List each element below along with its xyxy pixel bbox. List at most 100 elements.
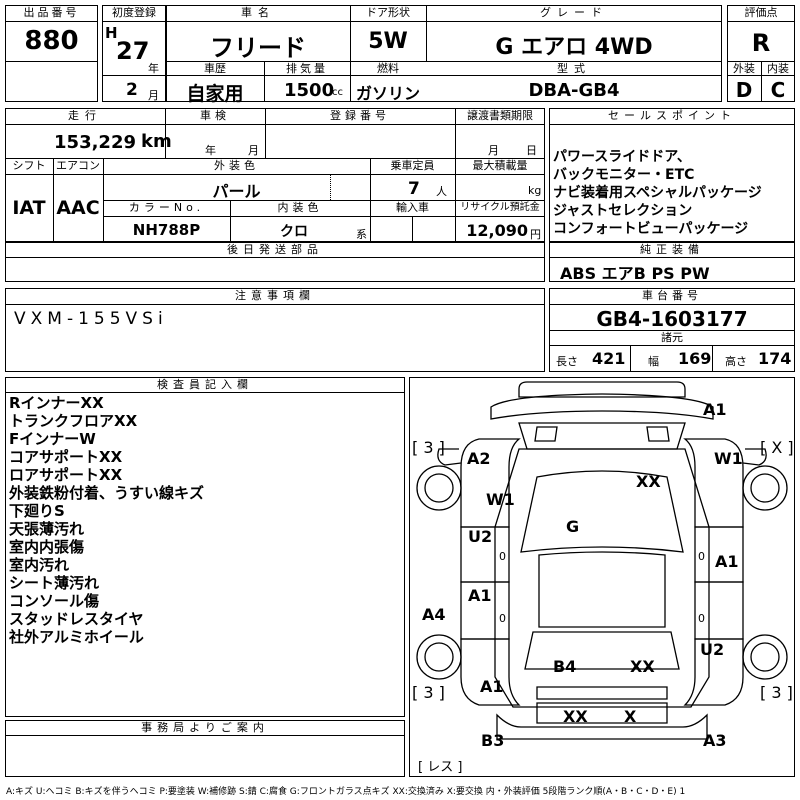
car-diagram-panel xyxy=(409,377,795,777)
displacement-unit: cc xyxy=(332,87,343,98)
genuine-equip-value: ABS エアB PS PW xyxy=(560,264,710,283)
length-label: 長さ xyxy=(556,355,578,368)
mileage-value: 153,229 xyxy=(54,132,136,153)
inspection-month-unit: 月 xyxy=(248,144,259,157)
recycle-value: 12,090 xyxy=(466,221,528,240)
mark-a3-rear-right: A3 xyxy=(703,731,727,750)
int-color-label: 内装色 xyxy=(277,201,323,214)
recycle-label: リサイクル預託金 xyxy=(460,202,540,213)
recycle-unit: 円 xyxy=(530,228,541,241)
era: H xyxy=(105,24,118,42)
exterior-grade: D xyxy=(735,78,753,102)
grade-value: G エアロ 4WD xyxy=(495,35,653,60)
note-11: シート薄汚れ xyxy=(9,574,100,592)
fuel-value: ガソリン xyxy=(355,84,420,103)
caution-value: VXM-155VSi xyxy=(14,309,168,329)
mark-a1-right: A1 xyxy=(715,552,739,571)
mark-a4-left: A4 xyxy=(422,605,446,624)
capacity-label: 乗車定員 xyxy=(390,159,435,172)
grade-label: グレード xyxy=(540,6,608,19)
sales-points-label: セールスポイント xyxy=(608,109,736,122)
ext-color-label: 外装色 xyxy=(214,159,259,172)
note-5: ロアサポートXX xyxy=(9,466,123,484)
legend: A:キズ U:ヘコミ B:キズを伴うヘコミ P:要塗装 W:補修跡 S:錆 C:… xyxy=(6,787,686,797)
int-color-value: クロ xyxy=(280,224,308,240)
aircon-value: AAC xyxy=(56,197,100,219)
length-value: 421 xyxy=(592,349,626,368)
lot-label: 出品番号 xyxy=(23,6,80,19)
interior-grade: C xyxy=(770,78,786,102)
width-value: 169 xyxy=(678,349,712,368)
interior-label: 内装 xyxy=(767,62,789,75)
car-name: フリード xyxy=(210,34,306,62)
mileage-label: 走行 xyxy=(68,109,102,122)
first-reg-label: 初度登録 xyxy=(112,6,156,19)
mark-a1-left: A1 xyxy=(468,586,492,605)
mark-xx-hood: XX xyxy=(636,472,661,491)
chassis-number: GB4-1603177 xyxy=(596,307,748,331)
later-parts-label: 後日発送部品 xyxy=(227,243,323,256)
office-cell xyxy=(5,720,405,777)
details-grid xyxy=(5,108,545,242)
history-label: 車歴 xyxy=(204,62,226,75)
import-label: 輸入車 xyxy=(396,201,429,214)
sales-point-5: コンフォートビューパッケージ xyxy=(553,221,749,237)
mark-g-windshield: G xyxy=(566,517,580,536)
mark-w1-front-right: W1 xyxy=(714,449,743,468)
color-no-label: カラーNo. xyxy=(128,201,205,214)
inspector-notes: RインナーXX トランクフロアXX FインナーW コアサポートXX ロアサポート… xyxy=(9,394,401,646)
mark-b4-rear: B4 xyxy=(553,657,577,676)
height-value: 174 xyxy=(758,349,792,368)
mark-zero-left-1: 0 xyxy=(499,550,506,563)
sales-point-2: バックモニター・ETC xyxy=(553,167,695,183)
note-7: 下廻りS xyxy=(9,502,65,520)
mark-xx-rear: XX xyxy=(630,657,655,676)
reg-number-label: 登録番号 xyxy=(330,109,390,122)
sales-point-1: パワースライドドア、 xyxy=(553,149,691,165)
load-unit: kg xyxy=(528,184,542,197)
dimensions-label: 諸元 xyxy=(661,331,683,344)
caution-label: 注意事項欄 xyxy=(235,289,315,302)
mark-zero-right-1: 0 xyxy=(698,550,705,563)
genuine-equip-label: 純正装備 xyxy=(640,243,704,256)
transfer-day-unit: 日 xyxy=(526,144,537,157)
sales-point-4: ジャストセレクション xyxy=(553,203,693,219)
spare-tire: [ レス ] xyxy=(418,760,463,775)
first-reg-cell xyxy=(102,5,166,102)
note-13: スタッドレスタイヤ xyxy=(9,610,144,628)
sales-point-3: ナビ装着用スペシャルパッケージ xyxy=(553,185,762,201)
mark-a1-rear-left: A1 xyxy=(480,677,504,696)
chassis-label: 車台番号 xyxy=(642,289,702,302)
tire-front-left: [ 3 ] xyxy=(412,438,445,457)
genuine-equip-cell xyxy=(549,242,795,282)
transfer-month-unit: 月 xyxy=(488,144,499,157)
sales-points-cell xyxy=(549,108,795,242)
mark-u2-right: U2 xyxy=(700,640,725,659)
mark-b3-rear-left: B3 xyxy=(481,731,505,750)
inspector-label: 検査員記入欄 xyxy=(157,378,253,391)
mark-zero-right-2: 0 xyxy=(698,612,705,625)
model-code-value: DBA-GB4 xyxy=(528,80,620,101)
mark-x-tail: X xyxy=(624,707,637,726)
capacity-value: 7 xyxy=(408,179,420,199)
year-unit: 年 xyxy=(148,62,159,75)
lot-number: 880 xyxy=(24,26,79,56)
history-value: 自家用 xyxy=(186,83,244,105)
ext-color-value: パール xyxy=(212,182,261,201)
displacement-value: 1500 xyxy=(284,80,335,101)
height-label: 高さ xyxy=(725,355,747,368)
note-6: 外装鉄粉付着、うすい線キズ xyxy=(9,484,205,502)
note-14: 社外アルミホイール xyxy=(9,628,144,646)
lot-cell xyxy=(5,5,98,102)
displacement-label: 排気量 xyxy=(286,62,328,75)
mark-a1-front-bumper: A1 xyxy=(703,400,727,419)
score-value: R xyxy=(751,29,771,57)
tire-rear-left: [ 3 ] xyxy=(412,683,445,702)
capacity-unit: 人 xyxy=(436,185,447,198)
mark-u2-left: U2 xyxy=(468,527,493,546)
mark-a2-front-left: A2 xyxy=(467,449,491,468)
fuel-label: 燃料 xyxy=(377,62,399,75)
car-diagram xyxy=(416,381,788,740)
note-3: FインナーW xyxy=(9,430,96,448)
inspection-label: 車検 xyxy=(200,109,230,122)
